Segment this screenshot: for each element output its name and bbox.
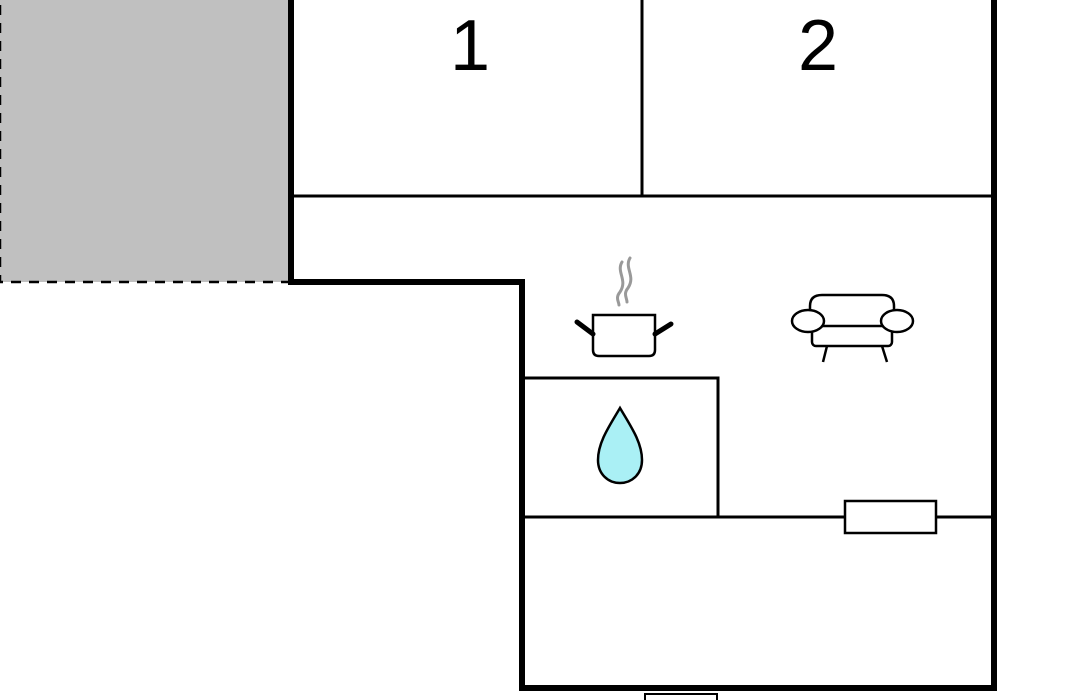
radiator-icon (843, 499, 938, 535)
room-label-2: 2 (798, 6, 838, 86)
entrance-marker (644, 693, 718, 700)
cooking-pot-icon (574, 256, 674, 358)
terrace-area (0, 0, 292, 284)
outer-wall (288, 0, 997, 691)
wall-bathroom (522, 376, 720, 517)
sofa-icon (790, 293, 915, 363)
room-label-1: 1 (450, 6, 490, 86)
water-drop-icon (596, 405, 644, 485)
